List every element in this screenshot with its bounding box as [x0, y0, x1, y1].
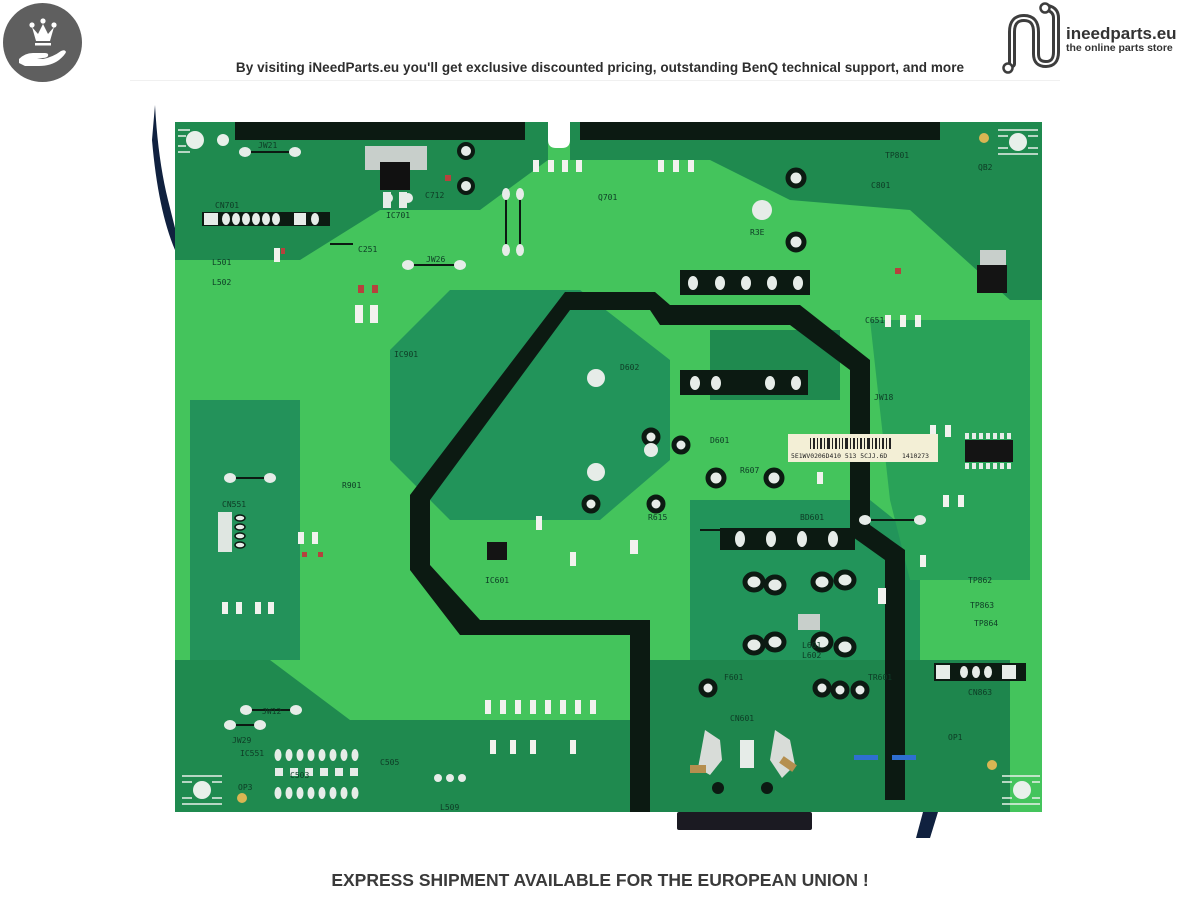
mounting-hole — [186, 131, 1031, 799]
brand-name: ineedparts.eu — [1066, 24, 1177, 43]
pcb-illustration: 5E1WV0206D410 513 5CJJ.6D 1410273 CN701 … — [152, 105, 1042, 838]
svg-text:C251: C251 — [358, 245, 377, 254]
svg-text:IC901: IC901 — [394, 350, 418, 359]
svg-text:JW12: JW12 — [262, 707, 281, 716]
crown-badge — [3, 3, 82, 82]
svg-text:CN551: CN551 — [222, 500, 246, 509]
svg-text:IC601: IC601 — [485, 576, 509, 585]
svg-text:C651: C651 — [865, 316, 884, 325]
svg-text:R901: R901 — [342, 481, 361, 490]
svg-text:R607: R607 — [740, 466, 759, 475]
svg-text:D602: D602 — [620, 363, 639, 372]
svg-text:JW18: JW18 — [874, 393, 893, 402]
svg-text:C801: C801 — [871, 181, 890, 190]
svg-text:1410273: 1410273 — [902, 452, 929, 460]
svg-text:R615: R615 — [648, 513, 667, 522]
product-photo-pcb: 5E1WV0206D410 513 5CJJ.6D 1410273 CN701 … — [150, 100, 1060, 840]
svg-text:C712: C712 — [425, 191, 444, 200]
svg-text:OP1: OP1 — [948, 733, 963, 742]
svg-text:L509: L509 — [440, 803, 459, 812]
svg-text:CN601: CN601 — [730, 714, 754, 723]
svg-text:JW26: JW26 — [426, 255, 445, 264]
svg-text:CN863: CN863 — [968, 688, 992, 697]
svg-text:Q701: Q701 — [598, 193, 617, 202]
svg-text:C505: C505 — [380, 758, 399, 767]
crown-in-hand-icon — [18, 17, 66, 66]
svg-text:JW29: JW29 — [232, 736, 251, 745]
promo-tagline: By visiting iNeedParts.eu you'll get exc… — [235, 60, 965, 75]
svg-text:L502: L502 — [212, 278, 231, 287]
svg-text:C503: C503 — [290, 771, 309, 780]
svg-text:BD601: BD601 — [800, 513, 824, 522]
svg-text:JW21: JW21 — [258, 141, 277, 150]
svg-text:TP863: TP863 — [970, 601, 994, 610]
svg-text:IC551: IC551 — [240, 749, 264, 758]
svg-text:TP864: TP864 — [974, 619, 998, 628]
svg-text:L601: L601 — [802, 641, 821, 650]
divider — [130, 80, 1060, 81]
svg-text:L602: L602 — [802, 651, 821, 660]
svg-text:IC701: IC701 — [386, 211, 410, 220]
svg-text:OP3: OP3 — [238, 783, 253, 792]
svg-text:R3E: R3E — [750, 228, 765, 237]
svg-text:5E1WV0206D410 513 5CJJ.6D: 5E1WV0206D410 513 5CJJ.6D — [791, 452, 887, 460]
svg-text:TP862: TP862 — [968, 576, 992, 585]
svg-text:L501: L501 — [212, 258, 231, 267]
brand-subtitle: the online parts store — [1066, 42, 1173, 54]
svg-text:F601: F601 — [724, 673, 743, 682]
brand-logo[interactable]: ineedparts.eu the online parts store — [1000, 2, 1198, 76]
shipping-banner: EXPRESS SHIPMENT AVAILABLE FOR THE EUROP… — [331, 870, 869, 890]
svg-text:TP801: TP801 — [885, 151, 909, 160]
svg-text:QB2: QB2 — [978, 163, 993, 172]
svg-text:TR601: TR601 — [868, 673, 892, 682]
svg-text:CN701: CN701 — [215, 201, 239, 210]
serial-label: 5E1WV0206D410 513 5CJJ.6D 1410273 — [788, 434, 938, 462]
circuit-n-logo-icon — [1002, 2, 1060, 74]
svg-text:D601: D601 — [710, 436, 729, 445]
